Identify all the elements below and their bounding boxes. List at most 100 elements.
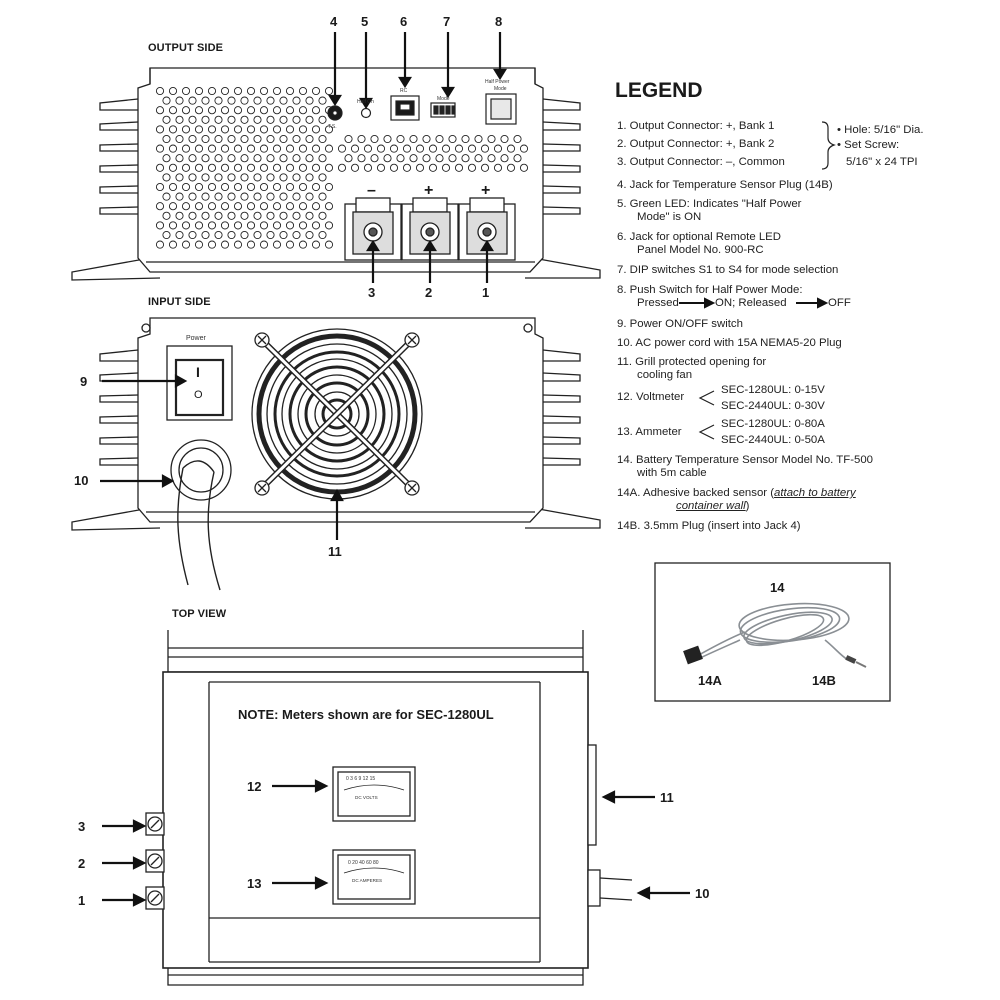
input-heatsink-right [525, 349, 601, 529]
coiled-cable-icon [695, 602, 850, 661]
vent-hole [298, 86, 308, 96]
vent-hole [181, 106, 191, 115]
vent-hole [188, 134, 197, 144]
vent-hole [376, 144, 386, 153]
legend-item-14A-note2: container wall [676, 500, 746, 512]
vent-hole [461, 134, 470, 144]
vent-hole [324, 163, 334, 172]
vent-hole [194, 202, 204, 211]
vent-hole [220, 106, 230, 115]
legend-item-2: 2. Output Connector: +, Bank 2 [617, 138, 775, 150]
vent-hole [168, 240, 178, 249]
vent-hole [285, 202, 295, 211]
vent-hole [298, 182, 308, 192]
vent-hole [318, 211, 327, 220]
vent-hole [240, 230, 249, 240]
vent-hole [441, 163, 451, 172]
vent-hole [207, 86, 217, 96]
vent-hole [311, 106, 321, 115]
vent-hole [298, 221, 308, 230]
vent-hole [500, 134, 509, 144]
plug-3-5mm-icon [845, 655, 867, 668]
vent-hole [188, 173, 197, 182]
top-fan-grill-edge [587, 744, 597, 846]
vent-hole [181, 221, 191, 230]
rc-label: RC [400, 88, 408, 94]
vent-hole [292, 211, 301, 220]
vent-hole [155, 106, 165, 115]
legend-item-8b-on: ON; Released [715, 297, 787, 309]
vent-hole [305, 192, 314, 201]
top-terminal-1 [145, 886, 165, 910]
vent-hole [181, 202, 191, 211]
output-terminal-2 [401, 197, 459, 261]
vent-hole [246, 240, 256, 249]
vent-hole [266, 134, 275, 144]
vent-hole [155, 221, 165, 230]
vent-hole [246, 221, 256, 230]
callout-14: 14 [770, 580, 785, 595]
callout-13: 13 [247, 876, 262, 891]
vent-hole [454, 163, 464, 172]
vent-hole [155, 86, 165, 96]
top-terminal-2 [145, 849, 165, 873]
vent-hole [155, 163, 165, 172]
vent-hole [227, 96, 236, 105]
vent-hole [311, 202, 321, 211]
vent-hole [207, 106, 217, 115]
callout-14b: 14B [812, 673, 836, 688]
vent-hole [311, 163, 321, 172]
vent-hole [162, 211, 171, 220]
vent-hole [233, 221, 243, 230]
vent-hole [181, 125, 191, 134]
vent-hole [194, 221, 204, 230]
vent-hole [493, 144, 503, 153]
vent-hole [253, 230, 262, 240]
legend-item-14A-close: ) [745, 500, 750, 512]
vent-hole [279, 173, 288, 182]
vent-hole [253, 134, 262, 144]
vent-hole [181, 86, 191, 96]
vent-hole [298, 125, 308, 134]
vent-hole [259, 202, 269, 211]
vent-hole [227, 134, 236, 144]
vent-hole [415, 144, 425, 153]
vent-hole [240, 115, 249, 124]
vent-hole [493, 163, 503, 172]
vent-hole [305, 230, 314, 240]
vent-hole [422, 134, 431, 144]
vent-hole [324, 202, 334, 211]
vent-hole [350, 144, 360, 153]
vent-hole [272, 106, 282, 115]
legend-item-5b: Mode" is ON [637, 211, 702, 223]
vent-hole [168, 125, 178, 134]
vent-hole [272, 182, 282, 192]
vent-hole [201, 211, 210, 220]
vent-hole [259, 163, 269, 172]
vent-hole [259, 86, 269, 96]
vent-hole [181, 144, 191, 153]
vent-hole [311, 182, 321, 192]
vent-hole [233, 125, 243, 134]
callout-8: 8 [495, 14, 503, 29]
vent-hole [207, 163, 217, 172]
vent-hole [292, 173, 301, 182]
vent-hole [318, 230, 327, 240]
vent-hole [162, 96, 171, 105]
vent-hole [506, 163, 516, 172]
vent-hole [272, 163, 282, 172]
vent-hole [253, 154, 262, 163]
callout-2-top: 2 [78, 856, 86, 871]
vent-hole [318, 115, 327, 124]
vent-hole [487, 134, 496, 144]
vent-hole [175, 96, 184, 105]
legend-item-14A: 14A. Adhesive backed sensor (attach to b… [617, 487, 856, 500]
vent-hole [480, 144, 490, 153]
vent-hole [363, 144, 373, 153]
vent-hole [188, 230, 197, 240]
output-heatsink-right [525, 98, 601, 279]
vent-hole [201, 115, 210, 124]
vent-hole [207, 125, 217, 134]
vent-hole [246, 163, 256, 172]
